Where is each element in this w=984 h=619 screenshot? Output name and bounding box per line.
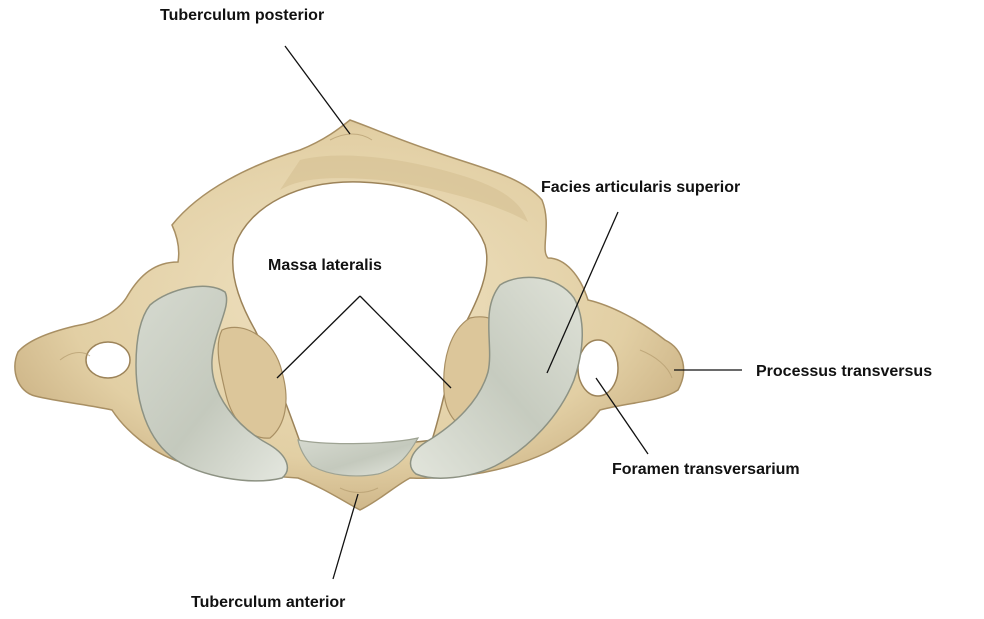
leader-line-tuberculum-posterior (285, 46, 350, 134)
label-massa-lateralis: Massa lateralis (268, 256, 382, 276)
label-facies-articularis-superior: Facies articularis superior (541, 178, 740, 198)
label-processus-transversus: Processus transversus (756, 362, 932, 382)
label-tuberculum-posterior: Tuberculum posterior (160, 6, 324, 26)
label-tuberculum-anterior: Tuberculum anterior (191, 593, 345, 613)
leader-line-tuberculum-anterior (333, 494, 358, 579)
foramen-transversarium-right (578, 340, 618, 396)
foramen-transversarium-left (86, 342, 130, 378)
label-foramen-transversarium: Foramen transversarium (612, 460, 800, 480)
